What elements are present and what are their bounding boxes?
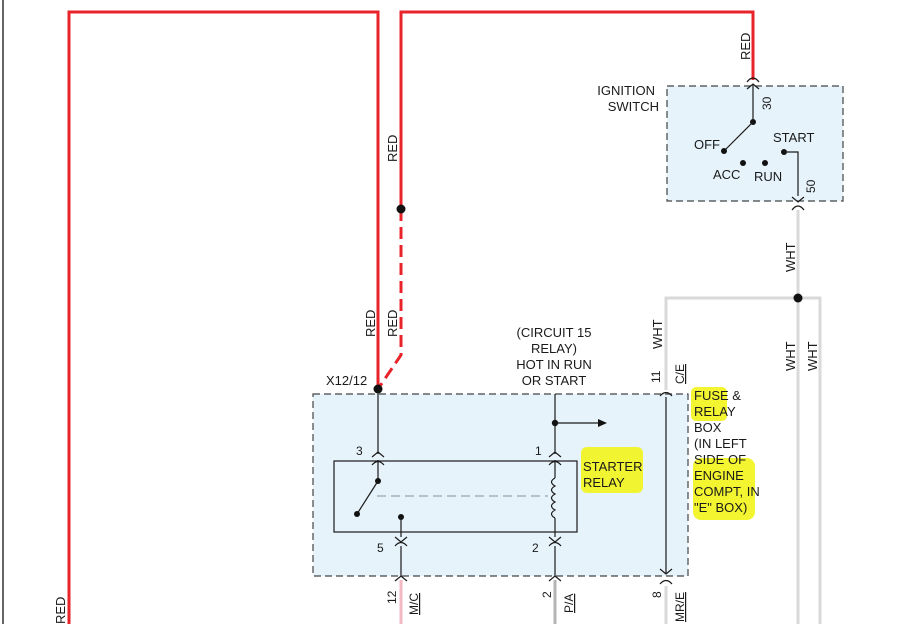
fusebox-pin11-connector-icon bbox=[659, 391, 673, 397]
ignition-switch-box bbox=[666, 85, 844, 202]
starter-relay-highlight bbox=[581, 447, 643, 493]
wire-label-red-center-low: RED bbox=[385, 310, 400, 337]
wire-label-red-left-mid: RED bbox=[363, 310, 378, 337]
ignition-start-line bbox=[784, 151, 799, 196]
bottom-pin2-connector-icon bbox=[548, 575, 562, 582]
ignition-pos-off: OFF bbox=[694, 137, 720, 152]
pin-50-connector-bottom bbox=[791, 205, 805, 211]
wire-label-wht-left: WHT bbox=[650, 319, 665, 349]
wire-label-wht-right-a: WHT bbox=[783, 341, 798, 371]
circuit-note-1: (CIRCUIT 15 bbox=[517, 325, 592, 340]
fusebox-label-8: "E" BOX) bbox=[694, 500, 747, 515]
connector-x12-label: X12/12 bbox=[326, 373, 367, 388]
bottom-pin-2-code: P/A bbox=[562, 594, 576, 613]
wire-label-wht-switch-out: WHT bbox=[783, 242, 798, 272]
pin-50-connector-icon bbox=[791, 196, 805, 203]
fusebox-label-6: ENGINE bbox=[694, 468, 744, 483]
ignition-pin-50: 50 bbox=[804, 179, 818, 193]
bottom-pin-8-code: MR/E bbox=[673, 592, 687, 622]
relay-switch-contact bbox=[354, 511, 360, 517]
ignition-off-dot bbox=[721, 148, 727, 154]
fusebox-label-7: COMPT, IN bbox=[694, 484, 760, 499]
starter-relay-body bbox=[333, 460, 578, 533]
ignition-pin-30: 30 bbox=[760, 96, 774, 110]
relay-pin-3: 3 bbox=[356, 444, 363, 458]
splice-dot-white bbox=[793, 293, 803, 303]
relay-pin3-connector-icon bbox=[371, 451, 385, 458]
starter-relay-label-1: STARTER bbox=[583, 459, 642, 474]
fusebox-label-4: (IN LEFT bbox=[694, 436, 747, 451]
relay-pin2-connector-bottom bbox=[548, 541, 562, 547]
wire-label-red-bottom-left: RED bbox=[53, 597, 68, 624]
relay-pin-1: 1 bbox=[535, 444, 542, 458]
fusebox-highlight-1 bbox=[691, 387, 727, 421]
fusebox-pin-11: 11 bbox=[649, 370, 663, 383]
pin-30-connector-icon bbox=[746, 77, 760, 83]
circuit-note-3: HOT IN RUN bbox=[516, 357, 592, 372]
relay-pin-2: 2 bbox=[532, 541, 539, 555]
red-wire-center-dashed bbox=[376, 209, 403, 390]
circuit-note-2: RELAY) bbox=[531, 341, 577, 356]
relay-pin-5: 5 bbox=[377, 541, 384, 555]
ignition-pos-run: RUN bbox=[754, 169, 782, 184]
wire-label-wht-right-b: WHT bbox=[805, 341, 820, 371]
fusebox-label-3: BOX bbox=[694, 420, 722, 435]
relay-coil-icon bbox=[550, 477, 557, 519]
starter-relay-label-2: RELAY bbox=[583, 475, 625, 490]
fusebox-label-2: RELAY bbox=[694, 404, 736, 419]
fusebox-highlight-2 bbox=[693, 458, 755, 520]
circuit15-arrow-icon bbox=[598, 419, 607, 427]
relay-pin1-connector-icon bbox=[548, 451, 562, 458]
ignition-switch-title-1: IGNITION bbox=[597, 83, 655, 98]
fusebox-pin8-connector-bottom bbox=[659, 579, 673, 585]
relay-switch-arm bbox=[356, 480, 379, 515]
ignition-pos-start: START bbox=[773, 130, 814, 145]
wire-label-red-top: RED bbox=[738, 33, 753, 60]
ignition-switch-arm bbox=[723, 121, 754, 152]
relay-pin5-connector-bottom bbox=[394, 541, 408, 547]
bottom-pin-2: 2 bbox=[540, 591, 554, 598]
splice-dot-red bbox=[396, 204, 406, 214]
bottom-pin12-connector-icon bbox=[394, 575, 408, 582]
red-wire-center bbox=[399, 10, 755, 209]
circuit-note-4: OR START bbox=[522, 373, 587, 388]
white-wire-to-fusebox bbox=[664, 296, 822, 624]
bottom-pin-12-code: M/C bbox=[407, 593, 421, 615]
fusebox-pin-11-code: C/E bbox=[673, 364, 687, 384]
ignition-run-dot bbox=[762, 160, 768, 166]
ignition-switch-title-2: SWITCH bbox=[608, 99, 659, 114]
bottom-pin-8: 8 bbox=[650, 591, 664, 598]
red-wire-left-outer bbox=[67, 10, 380, 624]
ignition-pos-acc: ACC bbox=[713, 167, 740, 182]
fusebox-label-1: FUSE & bbox=[694, 388, 741, 403]
bottom-pin-12: 12 bbox=[385, 590, 399, 604]
fusebox-label-5: SIDE OF bbox=[694, 452, 746, 467]
fusebox-pin8-connector-icon bbox=[659, 568, 673, 575]
wire-label-red-center: RED bbox=[385, 135, 400, 162]
ignition-acc-dot bbox=[740, 160, 746, 166]
